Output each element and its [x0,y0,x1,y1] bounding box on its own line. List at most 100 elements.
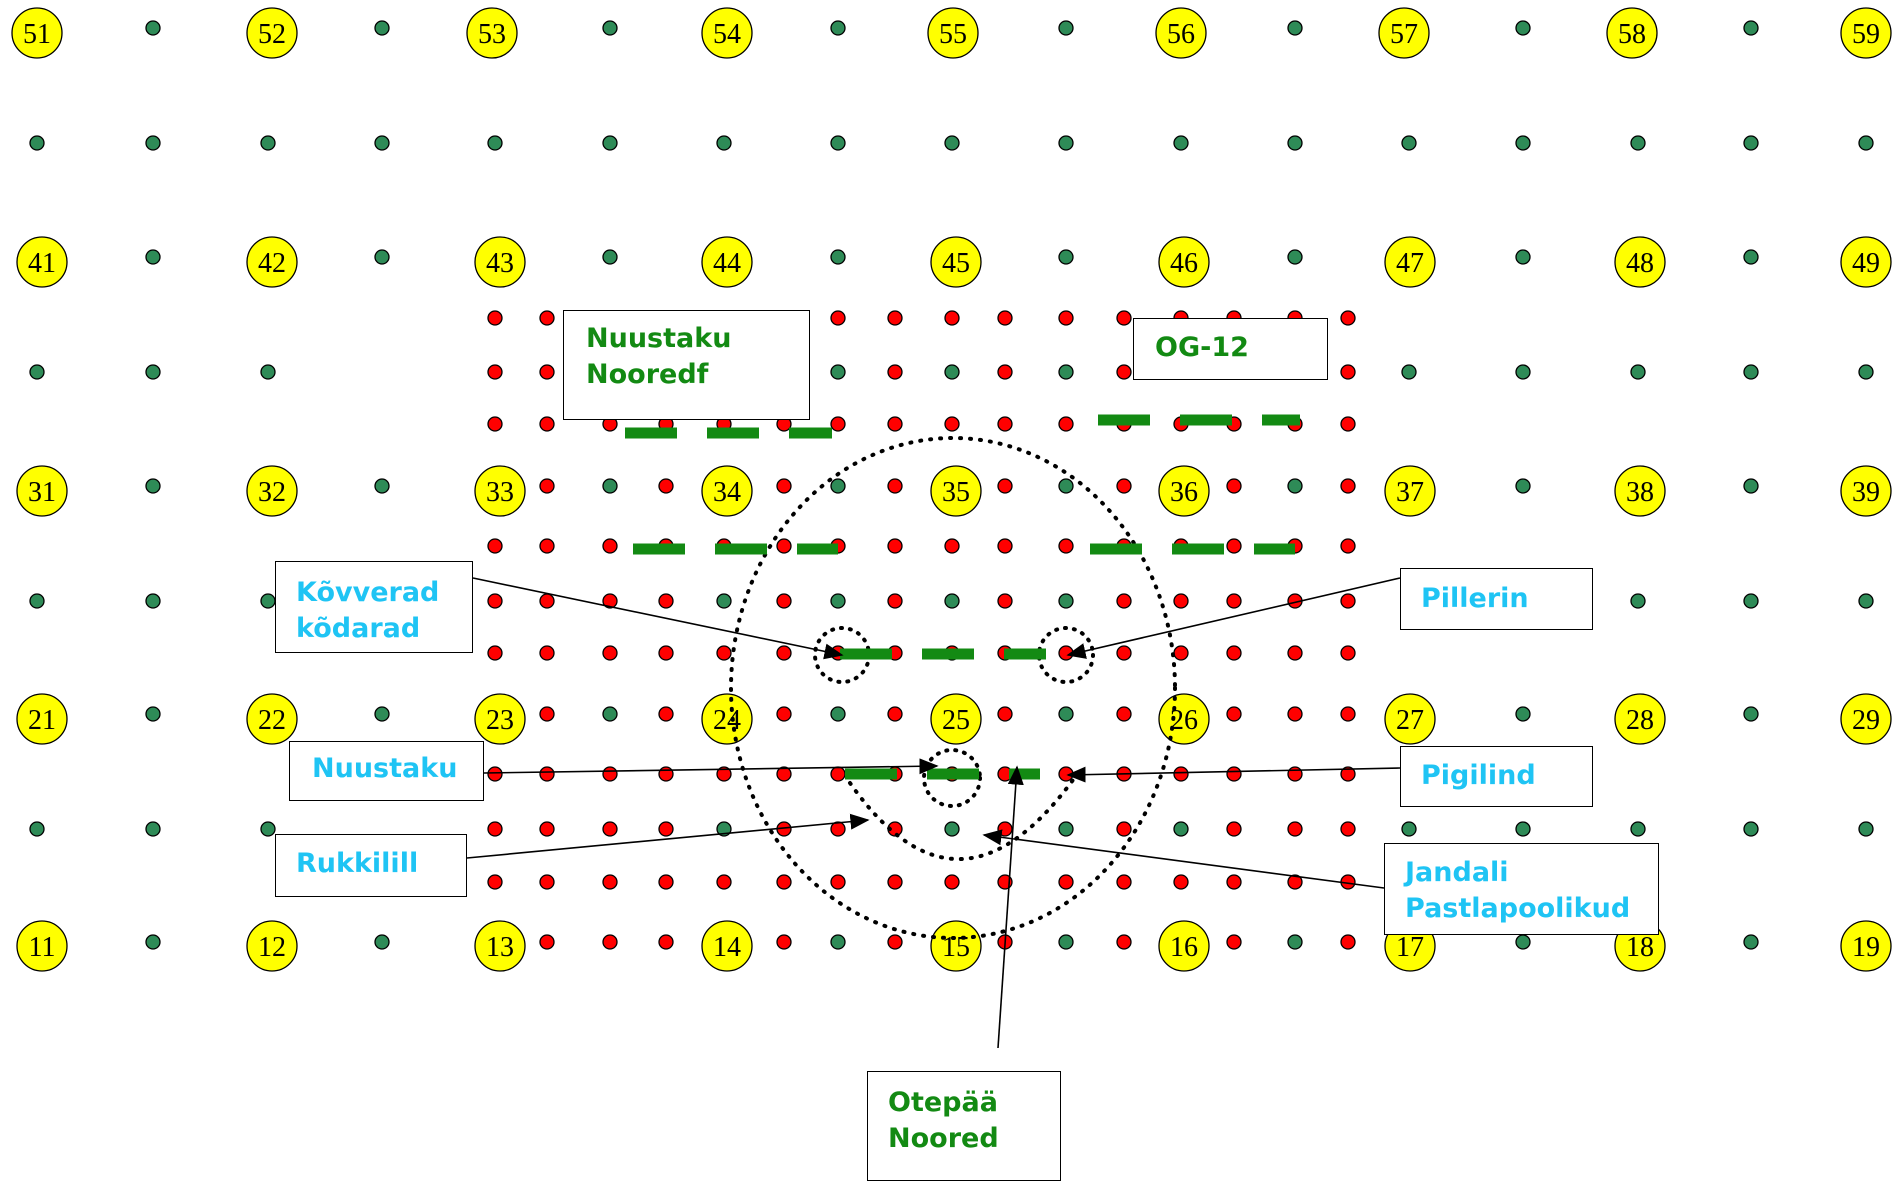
grid-dot [1116,821,1132,837]
grid-dot [1858,135,1874,151]
station-number: 22 [258,705,286,736]
grid-dot [1287,766,1303,782]
label-text: Pigilind [1421,760,1536,791]
dotted-arc [848,771,1080,862]
grid-dot [1743,821,1759,837]
grid-dot [1058,874,1074,890]
grid-dot [1058,593,1074,609]
label-rukkilill: Rukkilill [275,834,467,897]
grid-dot [716,821,732,837]
grid-dot [1058,416,1074,432]
grid-dot [1287,821,1303,837]
grid-dot [487,593,503,609]
station-number: 43 [486,248,514,279]
station-number: 15 [942,932,970,963]
grid-dot [374,478,390,494]
station-number: 56 [1167,19,1195,50]
grid-dot [1173,593,1189,609]
grid-dot [602,249,618,265]
grid-dot [487,821,503,837]
station-number: 32 [258,477,286,508]
label-text: Pillerin [1421,583,1529,614]
grid-dot [887,934,903,950]
grid-dot [29,135,45,151]
station-marker [1384,693,1436,745]
grid-dot [1743,20,1759,36]
label-text: Pastlapoolikud [1405,893,1631,924]
grid-dot [487,364,503,380]
grid-dot [1173,766,1189,782]
grid-dot [830,135,846,151]
grid-dot [1743,478,1759,494]
station-marker [466,7,518,59]
station-number: 59 [1852,19,1880,50]
grid-dot [539,934,555,950]
grid-dot [374,706,390,722]
grid-dot [602,135,618,151]
grid-dot [1226,645,1242,661]
grid-dot [944,135,960,151]
grid-dot [658,593,674,609]
grid-dot [1515,821,1531,837]
label-text: Nuustaku [586,323,732,354]
station-number: 29 [1852,705,1880,736]
grid-dot [602,821,618,837]
grid-dot [1401,364,1417,380]
grid-dot [1743,135,1759,151]
station-number: 21 [28,705,56,736]
grid-dot [29,593,45,609]
grid-dot [887,364,903,380]
grid-dot [29,364,45,380]
station-number: 57 [1390,19,1418,50]
grid-dot [1287,934,1303,950]
grid-dot [1116,478,1132,494]
grid-dot [1058,135,1074,151]
grid-dot [830,20,846,36]
grid-dot [1226,593,1242,609]
grid-dot [776,766,792,782]
grid-dot [487,766,503,782]
grid-dot [374,20,390,36]
label-otepaa-noored: Otepää Noored [867,1071,1061,1181]
grid-dot [145,593,161,609]
label-text: Nooredf [586,359,709,390]
grid-dot [830,416,846,432]
grid-dot [145,478,161,494]
grid-dot [944,874,960,890]
label-og-12: OG-12 [1133,318,1328,380]
station-marker [246,236,298,288]
grid-dot [658,934,674,950]
grid-dot [1858,593,1874,609]
label-text: Rukkilill [296,848,419,879]
grid-dot [1058,934,1074,950]
grid-dot [1340,934,1356,950]
dotted-circle [1037,626,1095,684]
station-marker [474,465,526,517]
grid-dot [1116,645,1132,661]
pointer-arrow [982,829,1385,889]
dotted-circle [922,748,982,808]
grid-dot [374,249,390,265]
station-marker [701,693,753,745]
grid-dot [1340,706,1356,722]
label-text: kõdarad [296,613,421,644]
station-marker [701,236,753,288]
label-pillerin: Pillerin [1400,568,1593,630]
grid-dot [944,310,960,326]
grid-dot [1058,538,1074,554]
station-marker [927,7,979,59]
label-text: Jandali [1405,857,1509,888]
grid-dot [145,135,161,151]
grid-dot [145,821,161,837]
station-number: 31 [28,477,56,508]
grid-dot [1226,478,1242,494]
label-text: Noored [888,1123,999,1154]
grid-dot [602,706,618,722]
grid-dot [1743,934,1759,950]
grid-dot [1226,934,1242,950]
station-marker [246,920,298,972]
grid-dot [1287,20,1303,36]
station-number: 54 [713,19,741,50]
station-marker [930,465,982,517]
